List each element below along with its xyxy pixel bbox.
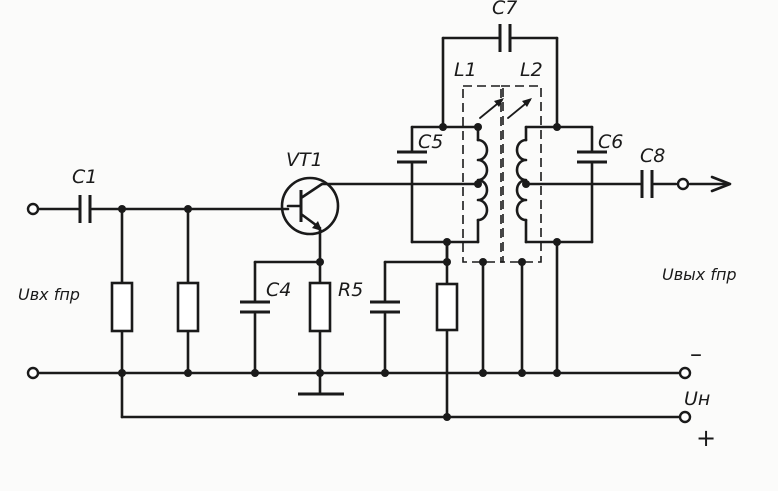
output-arrow-head — [710, 175, 732, 193]
capacitor-c6 — [577, 150, 607, 164]
capacitor-c8 — [640, 170, 654, 198]
capacitor-c1 — [78, 195, 92, 223]
inductor-l2 — [515, 138, 528, 222]
inductor-l1 — [476, 138, 489, 222]
label-c6: C6 — [598, 131, 623, 153]
label-plus: + — [696, 424, 716, 452]
label-minus: – — [690, 340, 702, 368]
transistor-vt1 — [280, 176, 340, 236]
capacitor-c4 — [240, 300, 270, 314]
label-l2: L2 — [520, 59, 543, 81]
capacitor-decoupling — [370, 300, 400, 314]
terminal-output — [676, 177, 690, 191]
label-c5: C5 — [418, 131, 443, 153]
label-supply-voltage: Uн — [684, 388, 710, 410]
label-output-voltage: Uвых fпр — [662, 265, 737, 284]
label-c4: C4 — [266, 279, 291, 301]
terminal-supply-plus — [678, 410, 692, 424]
capacitor-c5 — [397, 150, 427, 164]
terminal-input — [26, 202, 40, 216]
label-vt1: VT1 — [286, 149, 323, 171]
label-c1: C1 — [72, 166, 97, 188]
resistor-r5 — [308, 281, 332, 333]
label-l1: L1 — [454, 59, 477, 81]
capacitor-c7 — [498, 24, 512, 52]
junction-dots — [118, 123, 561, 421]
terminal-supply-minus — [678, 366, 692, 380]
label-c8: C8 — [640, 145, 665, 167]
shield-l2 — [500, 85, 542, 263]
shield-l1 — [462, 85, 504, 263]
label-r5: R5 — [338, 279, 363, 301]
terminal-input-ground — [26, 366, 40, 380]
resistor-bias-right — [176, 281, 200, 333]
resistor-decoupling — [435, 282, 459, 332]
resistor-bias-left — [110, 281, 134, 333]
label-input-voltage: Uвх fпр — [18, 285, 80, 304]
label-c7: C7 — [492, 0, 517, 19]
